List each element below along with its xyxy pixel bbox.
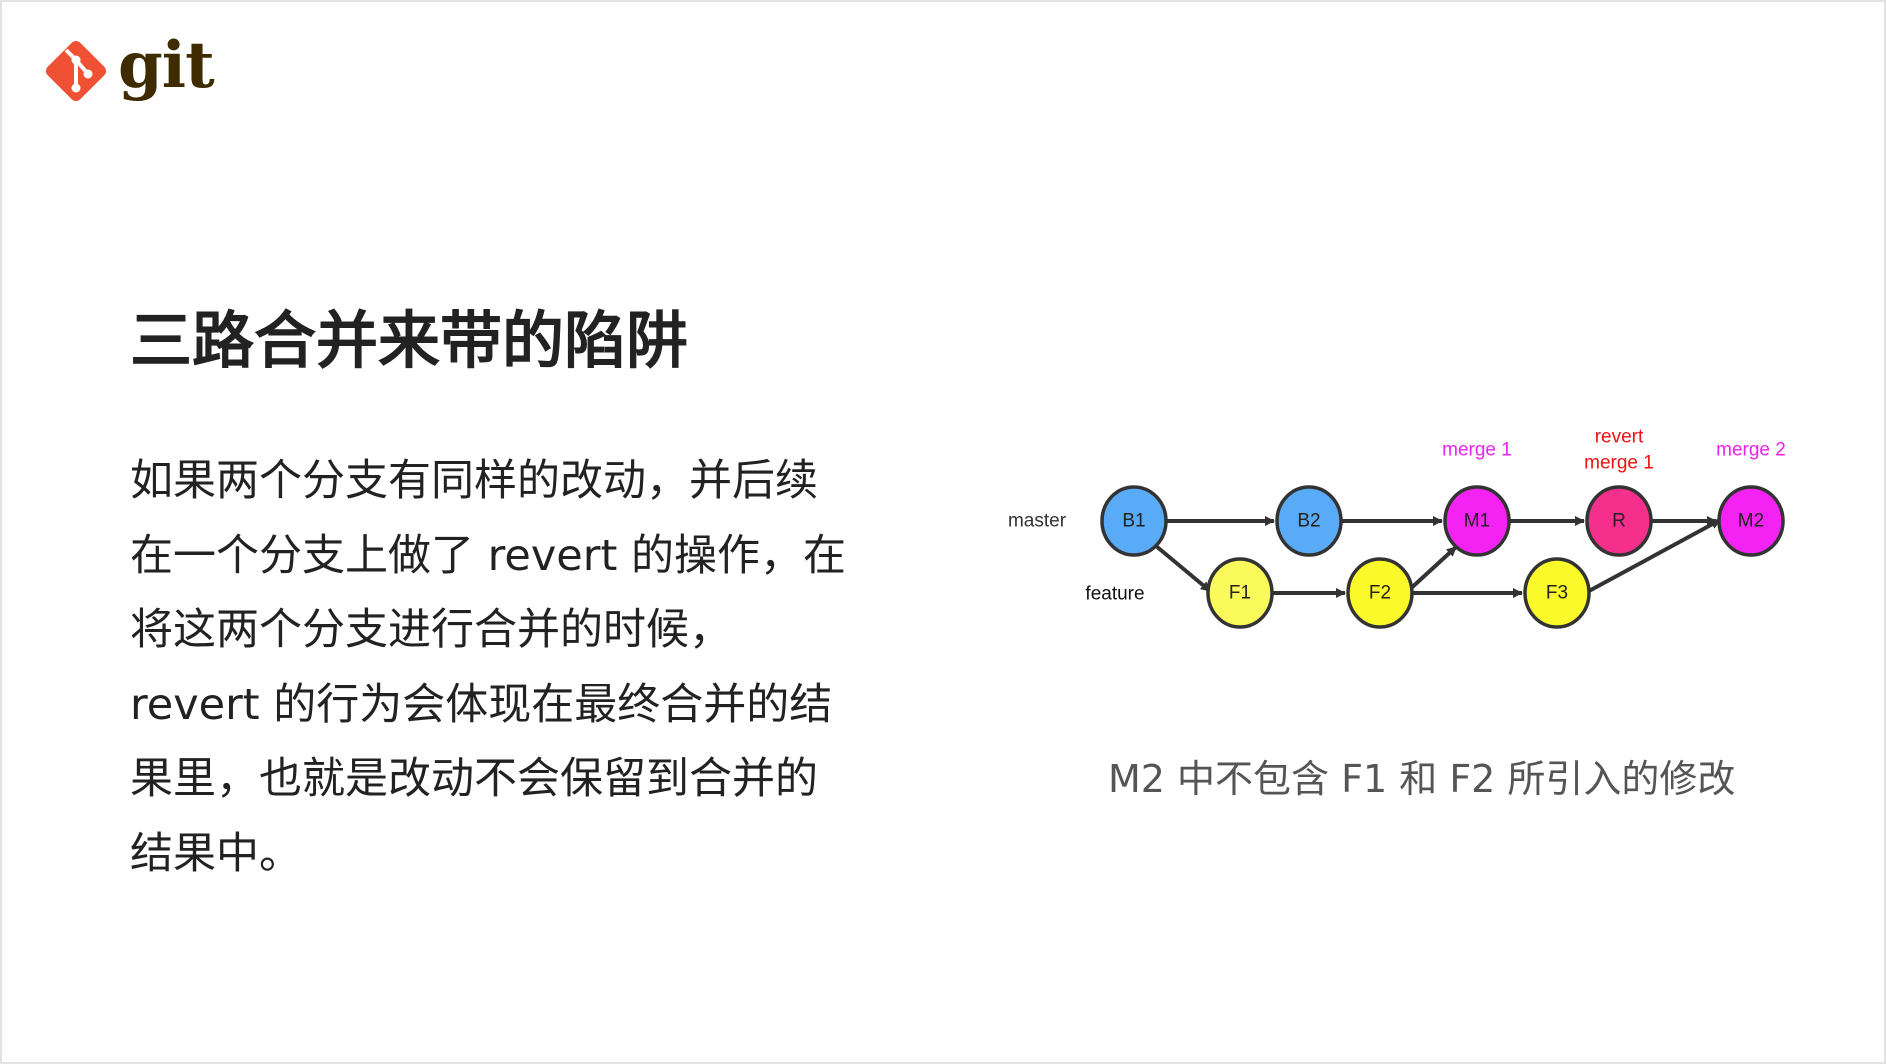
git-logo-text: git xyxy=(118,28,215,103)
annotation-merge-1: merge 1 xyxy=(1442,440,1512,461)
commit-b2[interactable] xyxy=(1275,485,1343,557)
commit-label-m1: M1 xyxy=(1464,511,1490,532)
branch-label-master: master xyxy=(1008,511,1067,532)
slide-body-text: 如果两个分支有同样的改动，并后续在一个分支上做了 revert 的操作，在将这两… xyxy=(130,456,846,879)
edge-b1-f1 xyxy=(1154,544,1212,593)
edge-f2-m1 xyxy=(1406,545,1458,593)
git-logo-icon xyxy=(45,40,107,102)
commit-f3[interactable] xyxy=(1523,557,1591,629)
commit-label-b1: B1 xyxy=(1122,511,1145,532)
commit-label-f2: F2 xyxy=(1369,583,1391,604)
slide-title: 三路合并来带的陷阱 xyxy=(130,304,689,377)
commit-f2[interactable] xyxy=(1346,557,1414,629)
commit-label-m2: M2 xyxy=(1738,511,1764,532)
diagram-caption: M2 中不包含 F1 和 F2 所引入的修改 xyxy=(1108,757,1736,801)
commit-r[interactable] xyxy=(1585,485,1653,557)
annotation-merge-2: merge 2 xyxy=(1716,440,1786,461)
commit-label-b2: B2 xyxy=(1297,511,1320,532)
commit-label-f3: F3 xyxy=(1546,583,1568,604)
commit-m1[interactable] xyxy=(1443,485,1511,557)
commit-label-f1: F1 xyxy=(1229,583,1251,604)
branch-label-feature: feature xyxy=(1085,584,1144,605)
annotation-revert-merge-1: merge 1 xyxy=(1584,453,1654,474)
annotation-revert: revert xyxy=(1595,427,1644,448)
commit-b1[interactable] xyxy=(1100,485,1168,557)
commit-label-r: R xyxy=(1612,511,1626,532)
commit-m2[interactable] xyxy=(1717,485,1785,557)
commit-f1[interactable] xyxy=(1206,557,1274,629)
edge-f3-m2 xyxy=(1588,518,1721,593)
